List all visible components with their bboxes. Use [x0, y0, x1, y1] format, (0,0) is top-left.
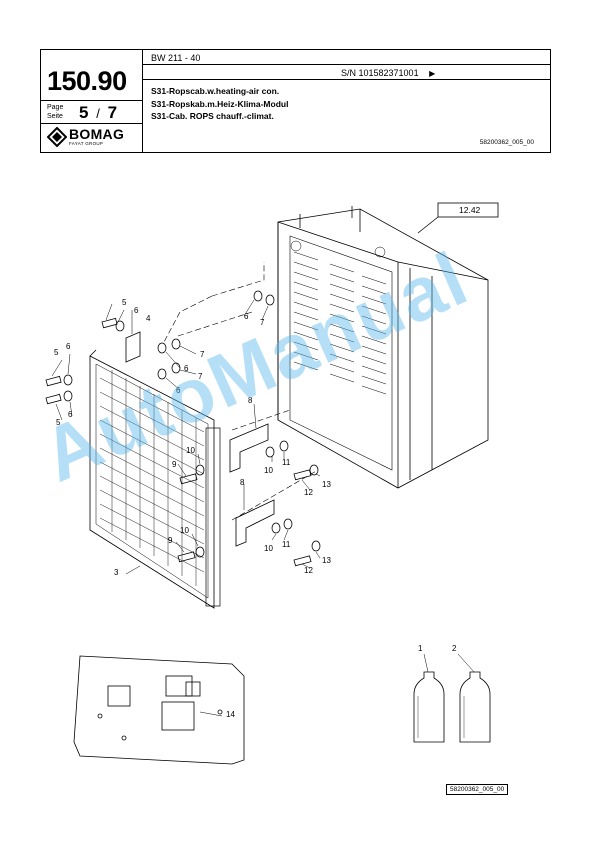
callout-10: 10 — [180, 526, 189, 535]
bolts — [45, 317, 312, 567]
callout-5: 5 — [54, 348, 59, 357]
mounting-bracket-upper — [229, 423, 269, 473]
bomag-logo: BOMAG FAYAT GROUP — [47, 126, 133, 150]
document-reference: 58200362_005_00 — [479, 139, 534, 146]
callout-12: 12 — [304, 488, 313, 497]
callout-13: 13 — [322, 480, 331, 489]
cab-module-housing — [277, 206, 489, 489]
title-french: S31-Cab. ROPS chauff.-climat. — [151, 111, 274, 121]
assembly-centerlines — [163, 262, 319, 521]
machine-model: BW 211 - 40 — [151, 53, 201, 63]
page-current: 5 — [79, 103, 89, 122]
callout-7: 7 — [200, 350, 205, 359]
callout-11: 11 — [282, 540, 291, 549]
page-titles: S31-Ropscab.w.heating-air con. S31-Ropsk… — [151, 85, 288, 123]
logo-text: BOMAG — [69, 126, 125, 142]
page-label: Page Seite — [47, 103, 63, 121]
callout-9: 9 — [168, 536, 173, 545]
page-number: 5 / 7 — [79, 103, 117, 123]
washers-and-nuts — [63, 290, 321, 558]
callout-2: 2 — [452, 644, 457, 653]
bracket-part-4 — [125, 331, 141, 363]
callout-10: 10 — [264, 466, 273, 475]
drawing-reference: 58200362_005_00 — [446, 784, 509, 795]
title-block: 150.90 Page Seite 5 / 7 BOMAG FAYAT GROU… — [40, 49, 551, 153]
callout-10: 10 — [264, 544, 273, 553]
callout-7: 7 — [198, 372, 203, 381]
serial-arrow-icon: ▶ — [429, 69, 436, 78]
assembly-ref-box — [437, 202, 499, 218]
page-label-de: Seite — [47, 113, 63, 120]
title-block-rule — [41, 100, 142, 101]
front-grille-panel — [89, 349, 221, 609]
callout-5: 5 — [122, 298, 127, 307]
condenser-grille — [290, 240, 387, 395]
callout-6: 6 — [176, 386, 181, 395]
assembly-reference: 12.42 — [459, 205, 481, 215]
callout-3: 3 — [114, 568, 119, 577]
title-block-rule — [142, 79, 551, 80]
callout-12: 12 — [304, 566, 313, 575]
callout-6: 6 — [66, 342, 71, 351]
callout-7: 7 — [260, 318, 265, 327]
title-english: S31-Ropscab.w.heating-air con. — [151, 86, 280, 96]
callout-14: 14 — [226, 710, 235, 719]
mounting-bracket-lower — [235, 499, 275, 547]
electrical-panel — [73, 655, 245, 765]
title-block-rule — [41, 123, 142, 124]
page-total: 7 — [107, 103, 118, 122]
title-german: S31-Ropskab.m.Heiz-Klima-Modul — [151, 98, 289, 109]
bottle-part-2 — [457, 653, 491, 743]
serial-number: S/N 101582371001 ▶ — [341, 68, 435, 78]
serial-text: S/N 101582371001 — [341, 68, 419, 78]
page-label-en: Page — [47, 104, 64, 111]
logo-subtext: FAYAT GROUP — [69, 141, 104, 146]
page-separator: / — [96, 106, 100, 121]
assembly-ref-leader — [417, 216, 439, 234]
callout-6: 6 — [184, 364, 189, 373]
page-code: 150.90 — [47, 66, 127, 96]
callout-9: 9 — [172, 460, 177, 469]
callout-8: 8 — [240, 478, 245, 487]
callout-5: 5 — [56, 418, 61, 427]
callout-4: 4 — [146, 314, 151, 323]
callout-6: 6 — [68, 410, 73, 419]
callout-6: 6 — [134, 306, 139, 315]
title-block-rule — [142, 64, 551, 65]
callout-13: 13 — [322, 556, 331, 565]
title-block-divider — [142, 50, 143, 152]
callout-1: 1 — [418, 644, 423, 653]
bomag-logo-icon — [47, 127, 67, 147]
callout-leaders — [51, 299, 321, 575]
callout-8: 8 — [248, 396, 253, 405]
callout-10: 10 — [186, 446, 195, 455]
callout-11: 11 — [282, 458, 291, 467]
callout-6: 6 — [244, 312, 249, 321]
bottle-part-1 — [413, 653, 445, 743]
